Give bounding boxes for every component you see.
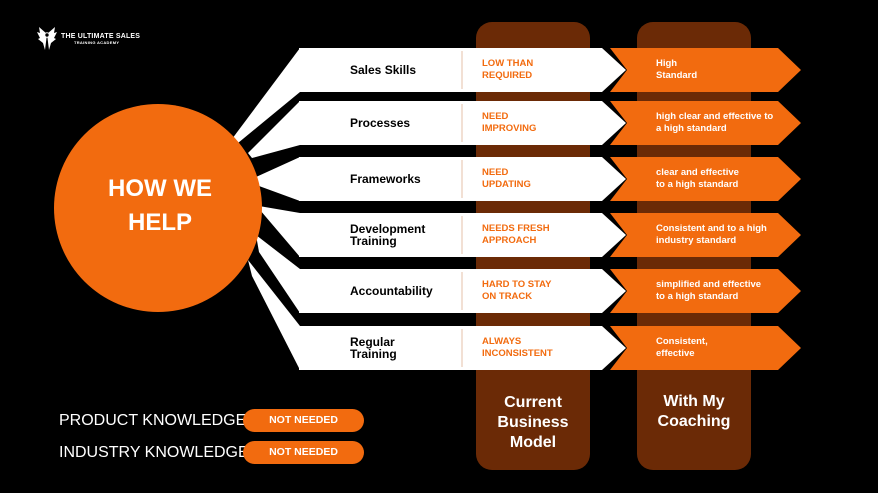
sales-skills-coaching-text: High Standard bbox=[656, 58, 698, 81]
accountability-coaching-text: simplified and effective to a high stand… bbox=[656, 279, 762, 302]
sales-skills-current-text: LOW THAN REQUIRED bbox=[482, 58, 534, 81]
development-training-coaching-text: Consistent and to a high industry standa… bbox=[656, 223, 767, 246]
product-knowledge-label: PRODUCT KNOWLEDGE bbox=[59, 412, 247, 429]
development-training-skill-text: Development Training bbox=[350, 222, 426, 248]
product-knowledge-badge: NOT NEEDED bbox=[243, 409, 364, 432]
sales-skills-coaching-arrow bbox=[610, 48, 801, 92]
regular-training-coaching-arrow bbox=[610, 326, 801, 370]
accountability-skill-text: Accountability bbox=[350, 284, 433, 298]
processes-connector bbox=[248, 101, 300, 158]
coaching-column-title: With My Coaching bbox=[657, 393, 731, 430]
accountability-current-text: HARD TO STAY ON TRACK bbox=[482, 279, 552, 302]
logo-subtitle: TRAINING ACADEMY bbox=[74, 40, 120, 45]
regular-training-connector bbox=[248, 260, 300, 370]
frameworks-skill-text: Frameworks bbox=[350, 172, 421, 186]
industry-knowledge-badge: NOT NEEDED bbox=[243, 441, 364, 464]
regular-training-skill-text: Regular Training bbox=[350, 335, 397, 361]
logo-wordmark: THE ULTIMATE SALES TRAINING ACADEMY bbox=[61, 33, 140, 45]
regular-training-coaching-text: Consistent, effective bbox=[656, 336, 708, 359]
processes-current-text: NEED IMPROVING bbox=[482, 111, 537, 134]
development-training-coaching-arrow bbox=[610, 213, 801, 257]
current-column-title: Current Business Model bbox=[497, 394, 569, 451]
logo-title: THE ULTIMATE SALES bbox=[61, 33, 141, 40]
winged-emblem-icon bbox=[37, 27, 57, 50]
sales-skills-connector bbox=[232, 48, 300, 143]
hub-circle bbox=[54, 104, 262, 312]
accountability-connector bbox=[256, 235, 300, 313]
frameworks-coaching-text: clear and effective to a high standard bbox=[656, 167, 739, 190]
processes-skill-text: Processes bbox=[350, 116, 411, 130]
processes-coaching-arrow bbox=[610, 101, 801, 145]
industry-knowledge-label: INDUSTRY KNOWLEDGE bbox=[59, 444, 249, 461]
processes-coaching-text: high clear and effective to a high stand… bbox=[656, 111, 774, 134]
hub-label: HOW WE HELP bbox=[108, 175, 212, 236]
sales-skills-skill-text: Sales Skills bbox=[350, 63, 417, 77]
development-training-connector bbox=[259, 206, 300, 257]
frameworks-connector bbox=[256, 157, 300, 201]
frameworks-current-text: NEED UPDATING bbox=[482, 167, 531, 190]
development-training-current-text: NEEDS FRESH APPROACH bbox=[482, 223, 550, 246]
academy-logo: THE ULTIMATE SALES TRAINING ACADEMY bbox=[36, 26, 140, 52]
frameworks-coaching-arrow bbox=[610, 157, 801, 201]
regular-training-current-text: ALWAYS INCONSISTENT bbox=[482, 336, 553, 359]
accountability-coaching-arrow bbox=[610, 269, 801, 313]
